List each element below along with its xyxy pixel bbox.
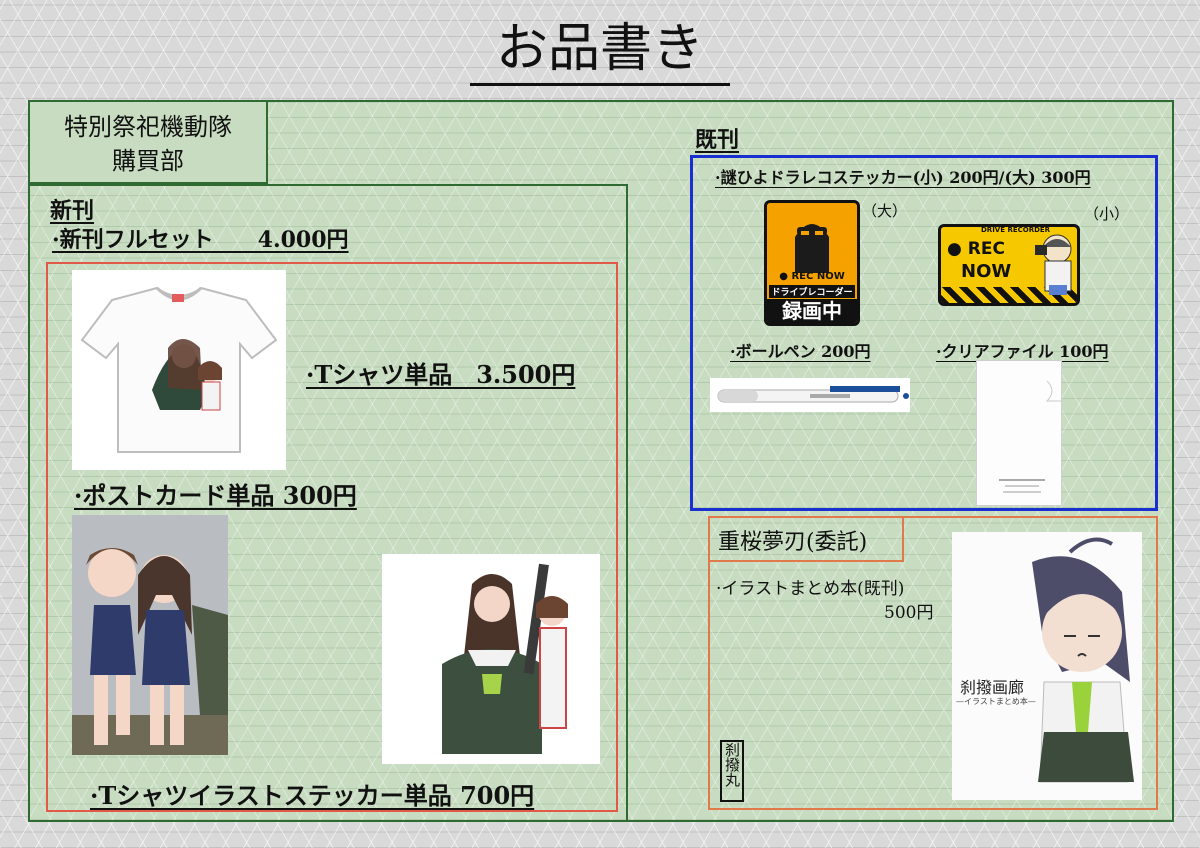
existing-items-heading: 既刊 [695,127,740,153]
existing-items-blue-frame [690,155,1158,511]
postcard-price: ·ポストカード単品 300円 [74,481,357,510]
seal-stamp: 刹撥丸 [720,740,744,802]
dashcam-sticker-large: ● REC NOW ドライブレコーダー 録画中 [764,200,860,326]
hiyoko-camera-icon [1035,234,1072,295]
book-cover-subtitle: —イラストまとめ本— [956,697,1036,706]
rec-big-label: ● REC [947,239,1005,259]
circle-name-box: 特別祭祀機動隊 購買部 [28,100,268,184]
tshirt-sticker-price: ·Tシャツイラストステッカー単品 700円 [90,781,535,810]
new-items-section-frame [28,184,628,822]
seal-text: 刹撥丸 [723,742,741,787]
recording-jp-label: 録画中 [767,299,857,323]
dashcam-sticker-small: DRIVE RECORDER ● REC NOW [938,224,1080,306]
large-size-label: （大） [862,202,908,220]
book-cover-illustration-icon [952,532,1142,800]
small-size-label: （小） [1084,205,1130,223]
page-title: お品書き [470,18,730,86]
postcard-image [72,515,228,755]
sticker-illustration-icon [442,563,568,754]
circle-name-line1: 特別祭祀機動隊 [64,113,232,141]
drive-recorder-jp-label: ドライブレコーダー [769,285,855,298]
clearfile-image [976,360,1063,506]
ballpen-price: ·ボールペン 200円 [730,342,871,361]
now-big-label: NOW [961,261,1012,282]
new-items-heading: 新刊 [50,198,95,224]
fullset-price: ·新刊フルセット 4.000円 [52,227,349,253]
drive-recorder-en-label: DRIVE RECORDER [981,226,1051,234]
tshirt-icon [80,286,278,453]
clearfile-icon [999,380,1063,493]
consignment-heading: 重桜夢刃(委託) [718,530,868,555]
tshirt-image [72,270,286,470]
book-cover-title: 刹撥画廊 [960,678,1025,697]
consignment-orange-frame [708,516,1158,810]
rec-now-label: ● REC NOW [779,271,845,282]
postcard-illustration-icon [72,515,228,755]
book-cover-image: 刹撥画廊 —イラストまとめ本— [952,532,1142,800]
clearfile-price: ·クリアファイル 100円 [936,342,1109,361]
hazard-stripe [941,287,1077,303]
ballpen-icon [717,386,909,403]
dashcam-sticker-price: ·謎ひよドラレコステッカー(小) 200円/(大) 300円 [715,168,1091,187]
illustration-book-price: 500円 [884,603,934,623]
new-items-red-frame [46,262,618,812]
circle-name-line2: 購買部 [112,147,184,175]
consignment-heading-box [708,516,904,562]
sticker-image [382,554,600,764]
illustration-book-item: ·イラストまとめ本(既刊) [716,579,905,599]
ballpen-image [710,378,910,412]
hiyoko-silhouette-icon [795,224,829,273]
tshirt-price: ·Tシャツ単品 3.500円 [306,360,576,389]
